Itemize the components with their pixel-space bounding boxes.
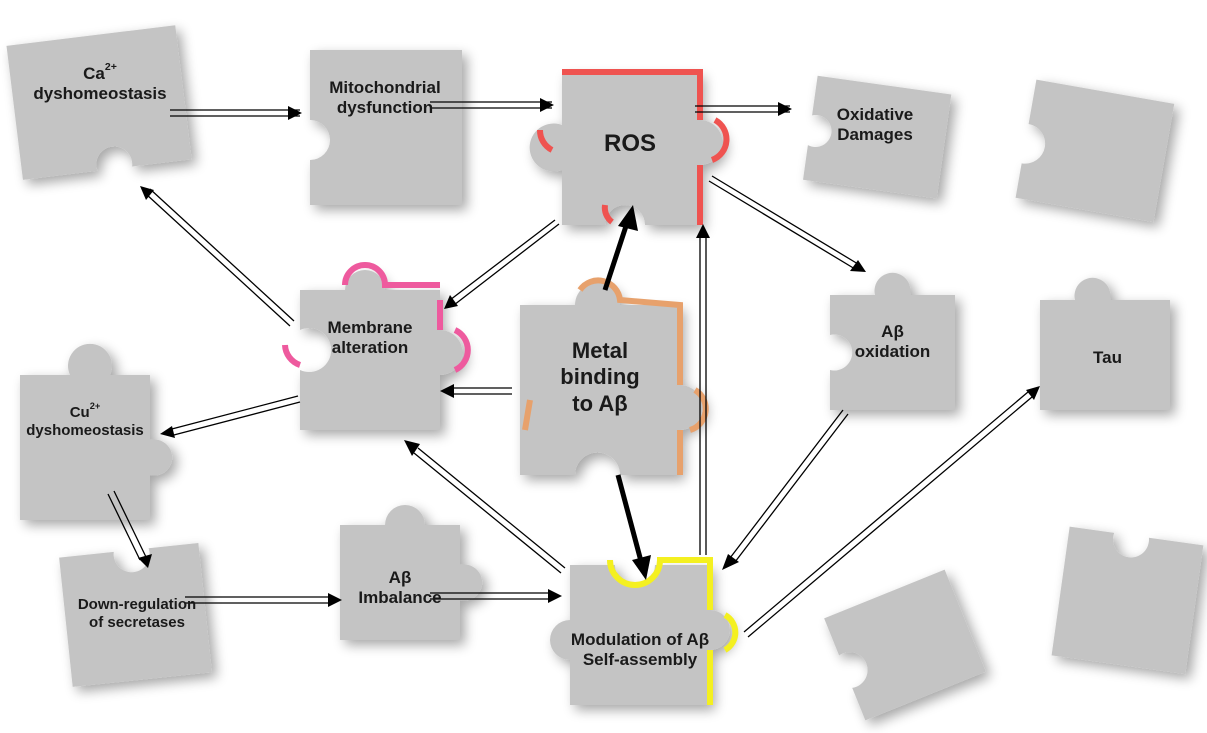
head-cu-downreg xyxy=(138,554,152,568)
arrow-ros-membrane xyxy=(449,219,560,306)
head-mito-ros xyxy=(540,98,554,112)
arrow-mito-ros xyxy=(430,101,552,109)
piece-mito xyxy=(310,50,462,205)
arrow-abox-modul xyxy=(729,409,849,563)
head-metal-modul xyxy=(632,555,651,580)
membrane-outline-top xyxy=(342,262,440,288)
arrowheads-double xyxy=(138,98,1040,607)
arrows-bold xyxy=(602,219,645,566)
piece-abimb xyxy=(340,505,483,640)
arrow-ros-oxdmg xyxy=(695,105,790,113)
piece-modul xyxy=(550,565,730,705)
arrow-modul-ros xyxy=(699,236,707,555)
piece-abox xyxy=(830,272,955,410)
label-ca: Ca2+ dyshomeostasis xyxy=(33,61,167,104)
arrow-ros-abox xyxy=(708,175,859,270)
head-ros-membrane xyxy=(444,295,458,309)
head-abox-modul xyxy=(722,554,739,570)
piece-blank-bottom-mid xyxy=(824,569,986,721)
piece-oxdmg xyxy=(803,75,952,199)
label-metal: Metal binding to Aβ xyxy=(560,338,640,416)
arrows-double xyxy=(107,101,1033,638)
label-downreg: Down-regulation of secretases xyxy=(77,596,197,631)
arrow-downreg-abimb xyxy=(185,596,330,604)
head-membrane-ca xyxy=(140,186,154,200)
ros-outline-left xyxy=(537,129,554,153)
label-abimb: Aβ Imbalance xyxy=(358,568,442,608)
ros-outline xyxy=(562,69,703,120)
head-ros-oxdmg xyxy=(778,102,792,116)
piece-blank-top-right xyxy=(1015,79,1175,223)
arrowheads-bold xyxy=(618,205,651,580)
label-abox: Aβ oxidation xyxy=(854,322,931,362)
ros-outline-tab xyxy=(710,117,730,163)
piece-cu xyxy=(20,343,173,520)
head-abimb-modul xyxy=(548,589,562,603)
arrow-membrane-ca xyxy=(145,188,295,327)
modul-outline xyxy=(607,557,739,705)
label-tau: Tau xyxy=(1093,348,1122,367)
piece-ros xyxy=(529,72,723,225)
label-oxdmg: Oxidative Damages xyxy=(836,105,914,145)
head-metal-ros xyxy=(618,205,638,231)
arrow-metal-modul xyxy=(615,474,645,566)
head-ca-mito xyxy=(288,106,302,120)
arrow-cu-downreg xyxy=(107,490,147,561)
head-ros-abox xyxy=(850,260,866,272)
arrow-metal-ros xyxy=(602,219,631,291)
piece-ca xyxy=(6,25,192,180)
label-cu: Cu2+ dyshomeostasis xyxy=(26,401,144,439)
membrane-outline-left xyxy=(282,344,302,368)
arrow-membrane-cu xyxy=(167,395,301,437)
head-downreg-abimb xyxy=(328,593,342,607)
arrow-metal-membrane xyxy=(450,387,512,395)
head-modul-ros xyxy=(696,224,710,238)
membrane-outline-right xyxy=(437,300,471,373)
arrow-abimb-modul xyxy=(430,592,550,600)
piece-downreg xyxy=(59,543,212,687)
label-mito: Mitochondrial dysfunction xyxy=(329,78,441,118)
arrow-modul-tau xyxy=(743,391,1033,638)
head-membrane-cu xyxy=(160,426,175,438)
piece-tau xyxy=(1040,277,1170,410)
arrow-ca-mito xyxy=(170,109,300,117)
label-ros: ROS xyxy=(603,130,656,157)
ros-outline-bottom xyxy=(601,204,614,225)
arrow-modul-membrane xyxy=(413,447,566,574)
head-metal-membrane xyxy=(440,384,454,398)
piece-metal xyxy=(520,282,703,475)
head-modul-tau xyxy=(1026,386,1040,400)
label-modul: Modulation of Aβ Self-assembly xyxy=(570,630,710,670)
label-membrane: Membrane alteration xyxy=(327,318,413,358)
piece-blank-bottom-right xyxy=(1051,526,1204,675)
head-modul-membrane xyxy=(404,440,420,456)
piece-membrane xyxy=(300,270,463,430)
